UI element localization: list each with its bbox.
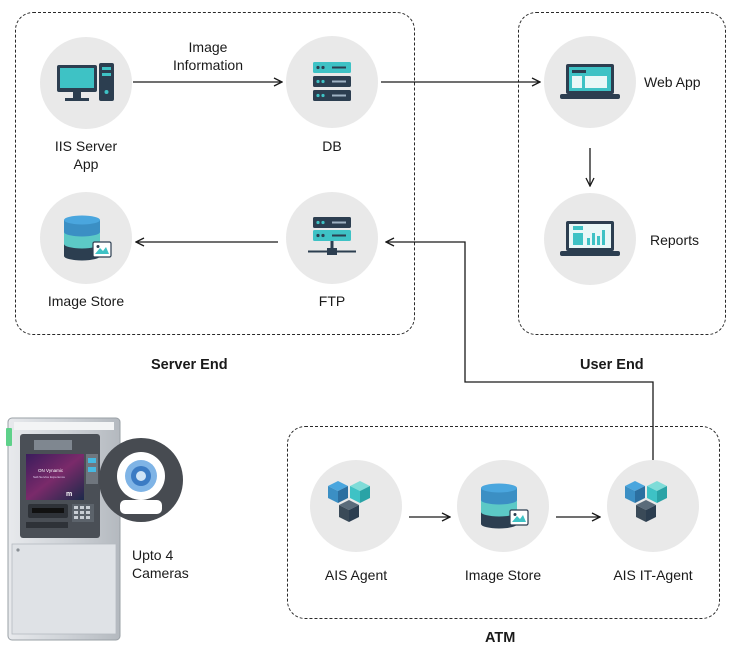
edge-label-line2: Information (172, 57, 244, 73)
server-rack-icon (313, 62, 351, 101)
atm-machine-illustration: ON Vynamic Self-Service Experience m (6, 417, 121, 641)
ftp-server-icon (308, 217, 356, 255)
webcam-icon (99, 438, 183, 522)
server-end-group (15, 12, 415, 335)
db-node (286, 36, 378, 128)
cameras-label-1: Upto 4 (132, 547, 174, 563)
atm-brand-logo: m (66, 491, 72, 498)
image-store-atm-node (457, 460, 549, 552)
image-store-atm-label: Image Store (464, 567, 542, 583)
ais-it-agent-node (607, 460, 699, 552)
image-store-server-label: Image Store (47, 293, 125, 309)
atm-screen-text-2: Self-Service Experience (33, 475, 65, 479)
ftp-label: FTP (318, 293, 346, 309)
database-image-icon (481, 483, 529, 529)
atm-screen-text-1: ON Vynamic (38, 468, 64, 473)
cubes-agent-icon (625, 481, 667, 522)
server-end-title: Server End (151, 357, 228, 373)
cameras-label-2: Cameras (132, 565, 189, 581)
reports-label: Reports (650, 232, 700, 248)
laptop-web-icon (560, 64, 620, 99)
web-app-label: Web App (644, 74, 701, 90)
db-label: DB (322, 138, 342, 154)
ais-agent-node (310, 460, 402, 552)
user-end-title: User End (580, 357, 644, 373)
reports-node (544, 193, 636, 285)
ftp-node (286, 192, 378, 284)
iis-server-label-2: App (73, 156, 99, 172)
atm-title: ATM (485, 630, 516, 646)
edge-label-line1: Image (188, 39, 228, 55)
cubes-agent-icon (328, 481, 370, 522)
laptop-chart-icon (560, 221, 620, 256)
web-app-node (544, 36, 636, 128)
desktop-icon (57, 63, 114, 101)
image-store-server-node (40, 192, 132, 284)
iis-server-node (40, 37, 132, 129)
database-image-icon (64, 215, 112, 261)
ais-it-agent-label: AIS IT-Agent (613, 567, 693, 583)
iis-server-label-1: IIS Server (54, 138, 118, 154)
ais-agent-label: AIS Agent (324, 567, 388, 583)
